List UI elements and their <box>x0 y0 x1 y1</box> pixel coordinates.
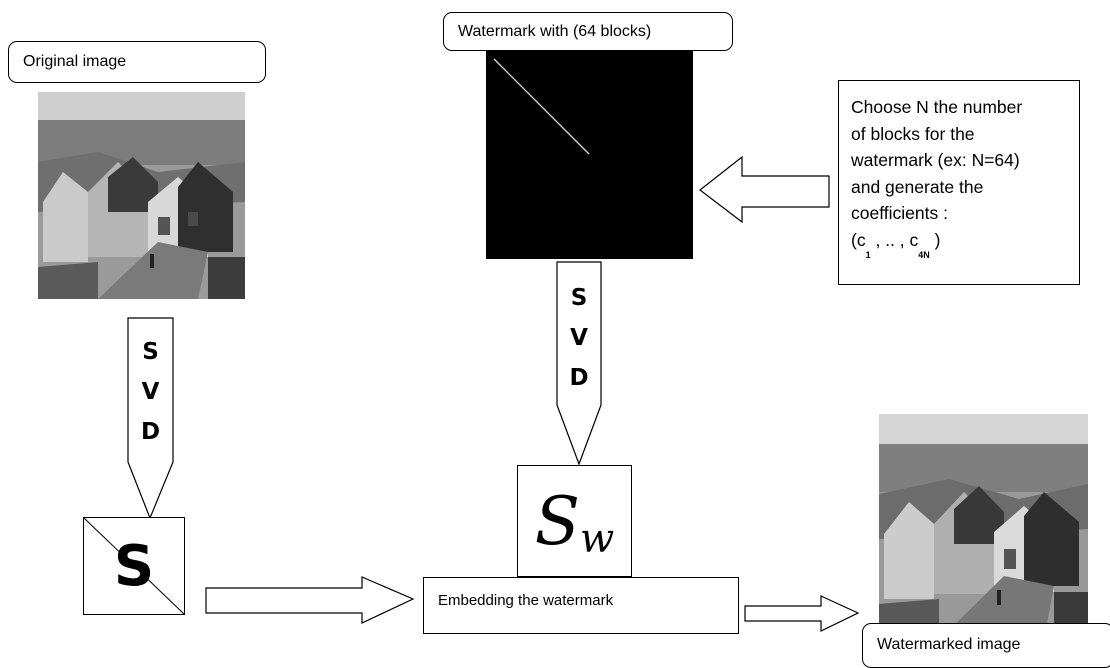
instruction-note-box: Choose N the number of blocks for the wa… <box>838 80 1080 285</box>
note-line: of blocks for the <box>851 123 975 144</box>
note-line: and generate the <box>851 176 984 197</box>
sw-main: S <box>534 482 580 560</box>
note-line: Choose N the number <box>851 97 1023 117</box>
sw-subscript: w <box>579 516 615 562</box>
watermark-image <box>486 51 693 259</box>
arrow-s-to-embedding <box>205 576 415 624</box>
coef-subscript-first: 1 <box>865 249 871 260</box>
svd-arrow-left <box>127 317 174 520</box>
arrow-note-to-watermark <box>699 155 830 224</box>
watermark-label: Watermark with (64 blocks) <box>443 12 733 51</box>
watermarked-image <box>879 414 1088 640</box>
coef-subscript-last: 4N <box>918 249 930 260</box>
svd-letter-s: S <box>142 339 159 365</box>
svd-letter-s: S <box>570 285 588 311</box>
s-matrix-symbol: S <box>113 533 155 599</box>
note-line: coefficients : <box>851 203 948 223</box>
arrow-embedding-to-output <box>744 595 860 632</box>
watermarked-image-label: Watermarked image <box>862 623 1110 668</box>
s-matrix-box: S <box>83 517 185 615</box>
svd-arrow-middle <box>556 261 602 466</box>
svd-label-middle: S V D <box>557 278 601 398</box>
original-image <box>38 92 245 299</box>
coefficient-range: (c1 , .. , c4N ) <box>851 227 1022 269</box>
svd-letter-d: D <box>569 365 589 391</box>
svd-letter-v: V <box>570 325 588 351</box>
coef-close: ) <box>934 229 941 250</box>
svd-letter-v: V <box>141 379 160 405</box>
coef-open: (c <box>851 229 866 250</box>
instruction-note-text: Choose N the number of blocks for the wa… <box>851 94 1022 268</box>
svd-letter-d: D <box>140 419 161 445</box>
note-line: watermark (ex: N=64) <box>851 150 1020 170</box>
svd-label-left: S V D <box>128 332 173 452</box>
diagonal-line <box>84 518 184 614</box>
original-image-label: Original image <box>8 41 266 83</box>
embedding-box: Embedding the watermark <box>423 577 739 634</box>
coef-mid: , .. , c <box>875 229 919 250</box>
